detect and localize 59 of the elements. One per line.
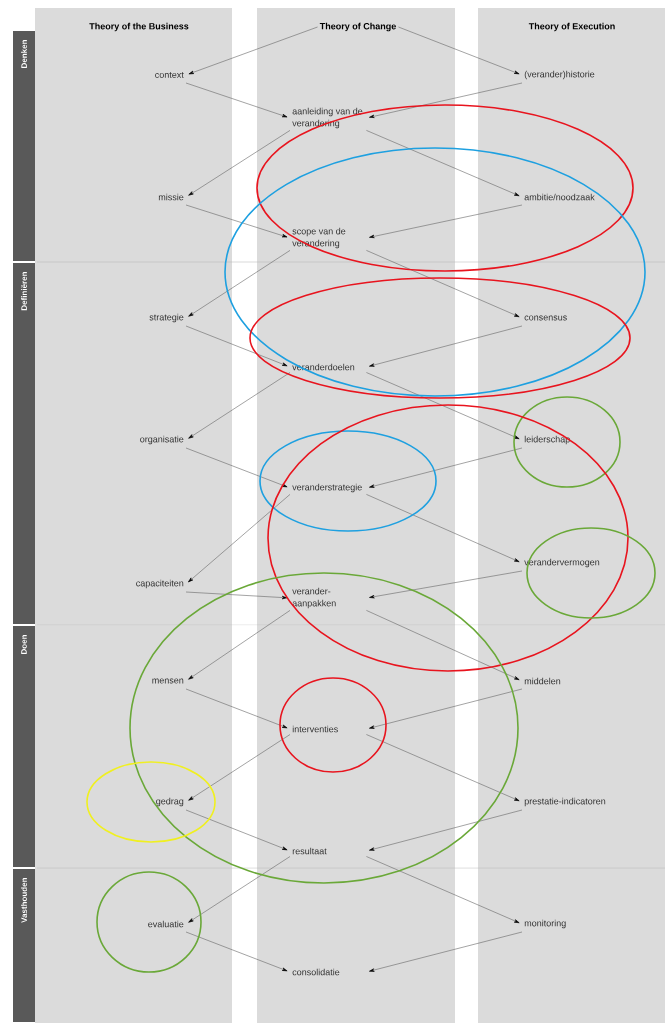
step-label: mensen bbox=[152, 678, 184, 684]
step-label: interventies bbox=[292, 725, 338, 733]
arrow bbox=[188, 610, 291, 680]
column-heading: Theory of the Business bbox=[89, 22, 189, 32]
column-heading: Theory of Change bbox=[319, 22, 396, 32]
arrow bbox=[369, 82, 523, 118]
step-label: consensus bbox=[524, 315, 567, 321]
step-label: evaluatie bbox=[148, 920, 184, 928]
arrow bbox=[369, 931, 523, 972]
arrow bbox=[366, 494, 520, 563]
step-label: resultaat bbox=[292, 847, 327, 855]
arrow bbox=[366, 130, 520, 197]
phase-bar: Definiëren bbox=[13, 263, 35, 624]
arrow bbox=[188, 494, 291, 583]
arrow bbox=[369, 688, 523, 729]
arrow bbox=[188, 734, 291, 801]
step-label: consolidatie bbox=[292, 968, 340, 976]
step-label: middelen bbox=[524, 677, 561, 685]
column-heading: Theory of Execution bbox=[528, 22, 615, 32]
arrow bbox=[369, 570, 523, 599]
step-label: gedrag bbox=[156, 797, 184, 807]
arrow bbox=[185, 931, 288, 972]
phase-bar: Denken bbox=[13, 31, 35, 261]
arrow bbox=[366, 372, 520, 440]
arrow bbox=[369, 809, 523, 851]
arrow bbox=[185, 204, 288, 238]
arrow bbox=[366, 250, 520, 318]
arrow bbox=[188, 856, 291, 923]
arrow bbox=[185, 447, 288, 488]
phase-bar: Doen bbox=[13, 626, 35, 867]
step-label: leiderschap bbox=[524, 435, 570, 445]
arrow bbox=[185, 688, 288, 729]
arrow bbox=[185, 591, 288, 600]
step-label: organisatie bbox=[140, 435, 184, 445]
arrow bbox=[185, 809, 288, 851]
arrow bbox=[369, 325, 523, 367]
arrow bbox=[188, 130, 291, 196]
arrow bbox=[185, 82, 288, 118]
arrow bbox=[366, 610, 520, 681]
step-label: capaciteiten bbox=[136, 579, 184, 589]
arrow bbox=[188, 250, 291, 317]
step-label: monitoring bbox=[524, 919, 566, 929]
arrow bbox=[188, 372, 291, 439]
arrow bbox=[188, 26, 318, 75]
arrow bbox=[369, 204, 523, 238]
step-label: veranderstrategie bbox=[292, 483, 362, 493]
arrow bbox=[366, 734, 520, 802]
step-label: verander- aanpakken bbox=[292, 587, 336, 609]
step-label: context bbox=[155, 72, 184, 78]
arrow bbox=[398, 26, 520, 75]
arrow bbox=[185, 325, 288, 367]
phase-bar: Vasthouden bbox=[13, 869, 35, 1022]
arrow bbox=[366, 856, 520, 924]
step-label: (verander)historie bbox=[524, 70, 595, 80]
step-label: missie bbox=[158, 193, 184, 201]
arrow bbox=[369, 447, 523, 488]
step-label: ambitie/noodzaak bbox=[524, 193, 595, 201]
step-label: strategie bbox=[149, 313, 184, 323]
step-label: prestatie-indicatoren bbox=[524, 797, 606, 807]
